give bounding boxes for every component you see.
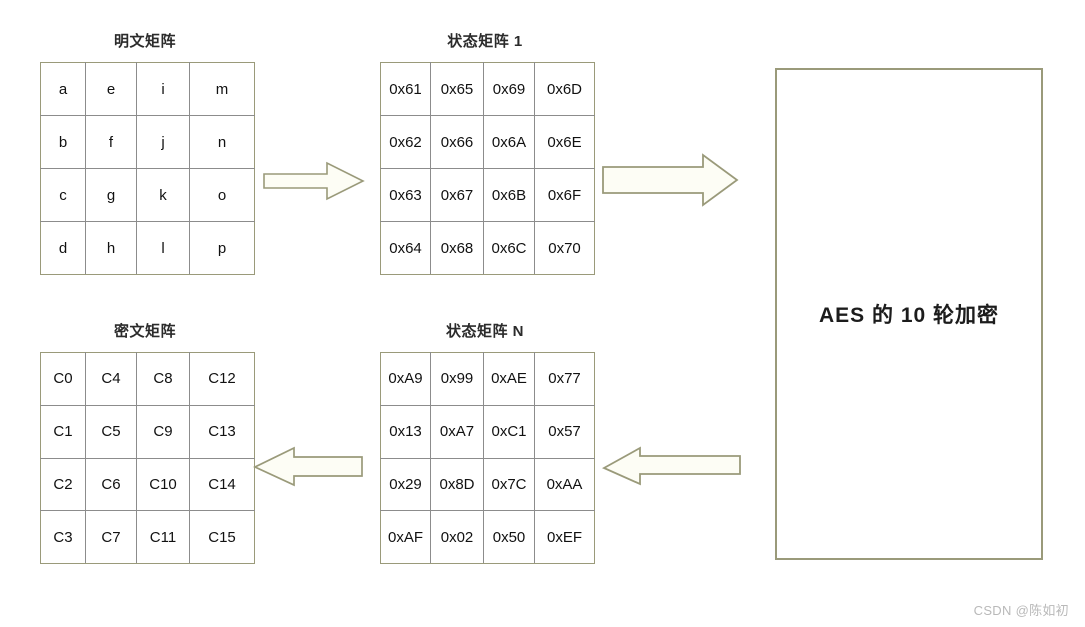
matrix-cell: 0x57 <box>534 404 595 459</box>
matrix-cell: C4 <box>85 352 137 406</box>
matrix-cell: j <box>136 115 190 169</box>
ciphertext-matrix-title: 密文矩阵 <box>113 323 176 340</box>
matrix-cell: 0x65 <box>430 62 484 116</box>
matrix-cell: C14 <box>189 457 255 512</box>
matrix-cell: 0x6A <box>483 115 535 169</box>
table-row: C0 C4 C8 C12 <box>40 352 255 406</box>
matrix-cell: C6 <box>85 457 137 512</box>
matrix-cell: 0xAE <box>483 352 535 406</box>
matrix-cell: g <box>85 168 137 222</box>
matrix-cell: 0x66 <box>430 115 484 169</box>
state-matrix-1-title: 状态矩阵 1 <box>447 33 523 50</box>
matrix-cell: 0x6C <box>483 221 535 275</box>
state-matrix-n: 0xA9 0x99 0xAE 0x77 0x13 0xA7 0xC1 0x57 … <box>380 352 595 564</box>
matrix-cell: C13 <box>189 404 255 459</box>
matrix-cell: 0x6E <box>534 115 595 169</box>
table-row: a e i m <box>40 62 255 116</box>
table-row: C3 C7 C11 C15 <box>40 510 255 564</box>
matrix-cell: n <box>189 115 255 169</box>
matrix-cell: 0x99 <box>430 352 484 406</box>
matrix-cell: 0x8D <box>430 457 484 512</box>
matrix-cell: C3 <box>40 510 86 564</box>
arrow-aes-to-staten <box>601 446 742 496</box>
matrix-cell: C2 <box>40 457 86 512</box>
matrix-cell: 0x77 <box>534 352 595 406</box>
arrow-staten-to-ciphertext <box>252 446 364 492</box>
table-row: 0x29 0x8D 0x7C 0xAA <box>380 457 595 512</box>
ciphertext-matrix: C0 C4 C8 C12 C1 C5 C9 C13 C2 C6 C10 C14 … <box>40 352 255 564</box>
arrow-plaintext-to-state1 <box>263 160 365 210</box>
matrix-cell: e <box>85 62 137 116</box>
matrix-cell: 0x29 <box>380 457 431 512</box>
table-row: 0x13 0xA7 0xC1 0x57 <box>380 404 595 459</box>
matrix-cell: p <box>189 221 255 275</box>
matrix-cell: C15 <box>189 510 255 564</box>
table-row: d h l p <box>40 221 255 275</box>
matrix-cell: m <box>189 62 255 116</box>
matrix-cell: 0x6D <box>534 62 595 116</box>
matrix-cell: 0x67 <box>430 168 484 222</box>
table-row: 0x64 0x68 0x6C 0x70 <box>380 221 595 275</box>
state-matrix-1: 0x61 0x65 0x69 0x6D 0x62 0x66 0x6A 0x6E … <box>380 62 595 275</box>
table-row: 0xAF 0x02 0x50 0xEF <box>380 510 595 564</box>
table-row: c g k o <box>40 168 255 222</box>
matrix-cell: o <box>189 168 255 222</box>
state-matrix-n-title: 状态矩阵 N <box>445 323 524 340</box>
table-row: 0x63 0x67 0x6B 0x6F <box>380 168 595 222</box>
matrix-cell: f <box>85 115 137 169</box>
matrix-cell: 0x70 <box>534 221 595 275</box>
matrix-cell: 0x63 <box>380 168 431 222</box>
table-row: 0x61 0x65 0x69 0x6D <box>380 62 595 116</box>
matrix-cell: 0xA7 <box>430 404 484 459</box>
matrix-cell: 0x6B <box>483 168 535 222</box>
matrix-cell: 0xC1 <box>483 404 535 459</box>
table-row: 0xA9 0x99 0xAE 0x77 <box>380 352 595 406</box>
matrix-cell: C7 <box>85 510 137 564</box>
matrix-cell: i <box>136 62 190 116</box>
matrix-cell: l <box>136 221 190 275</box>
table-row: C1 C5 C9 C13 <box>40 404 255 459</box>
plaintext-matrix-title: 明文矩阵 <box>113 33 176 50</box>
table-row: C2 C6 C10 C14 <box>40 457 255 512</box>
matrix-cell: C10 <box>136 457 190 512</box>
arrow-state1-to-aes <box>602 153 740 217</box>
matrix-cell: C0 <box>40 352 86 406</box>
table-row: 0x62 0x66 0x6A 0x6E <box>380 115 595 169</box>
matrix-cell: k <box>136 168 190 222</box>
matrix-cell: 0x13 <box>380 404 431 459</box>
matrix-cell: 0x64 <box>380 221 431 275</box>
matrix-cell: b <box>40 115 86 169</box>
plaintext-matrix: a e i m b f j n c g k o d h l p <box>40 62 255 275</box>
matrix-cell: 0x50 <box>483 510 535 564</box>
matrix-cell: 0x69 <box>483 62 535 116</box>
matrix-cell: C8 <box>136 352 190 406</box>
matrix-cell: 0xEF <box>534 510 595 564</box>
matrix-cell: 0x7C <box>483 457 535 512</box>
matrix-cell: c <box>40 168 86 222</box>
matrix-cell: h <box>85 221 137 275</box>
matrix-cell: d <box>40 221 86 275</box>
matrix-cell: a <box>40 62 86 116</box>
matrix-cell: C11 <box>136 510 190 564</box>
matrix-cell: C5 <box>85 404 137 459</box>
matrix-cell: C1 <box>40 404 86 459</box>
matrix-cell: 0xA9 <box>380 352 431 406</box>
matrix-cell: C12 <box>189 352 255 406</box>
matrix-cell: 0x6F <box>534 168 595 222</box>
matrix-cell: C9 <box>136 404 190 459</box>
matrix-cell: 0x68 <box>430 221 484 275</box>
aes-rounds-box: AES 的 10 轮加密 <box>775 68 1043 560</box>
matrix-cell: 0x62 <box>380 115 431 169</box>
matrix-cell: 0xAA <box>534 457 595 512</box>
aes-rounds-label: AES 的 10 轮加密 <box>818 304 1000 327</box>
table-row: b f j n <box>40 115 255 169</box>
matrix-cell: 0x61 <box>380 62 431 116</box>
csdn-watermark: CSDN @陈如初 <box>973 603 1069 618</box>
matrix-cell: 0x02 <box>430 510 484 564</box>
matrix-cell: 0xAF <box>380 510 431 564</box>
